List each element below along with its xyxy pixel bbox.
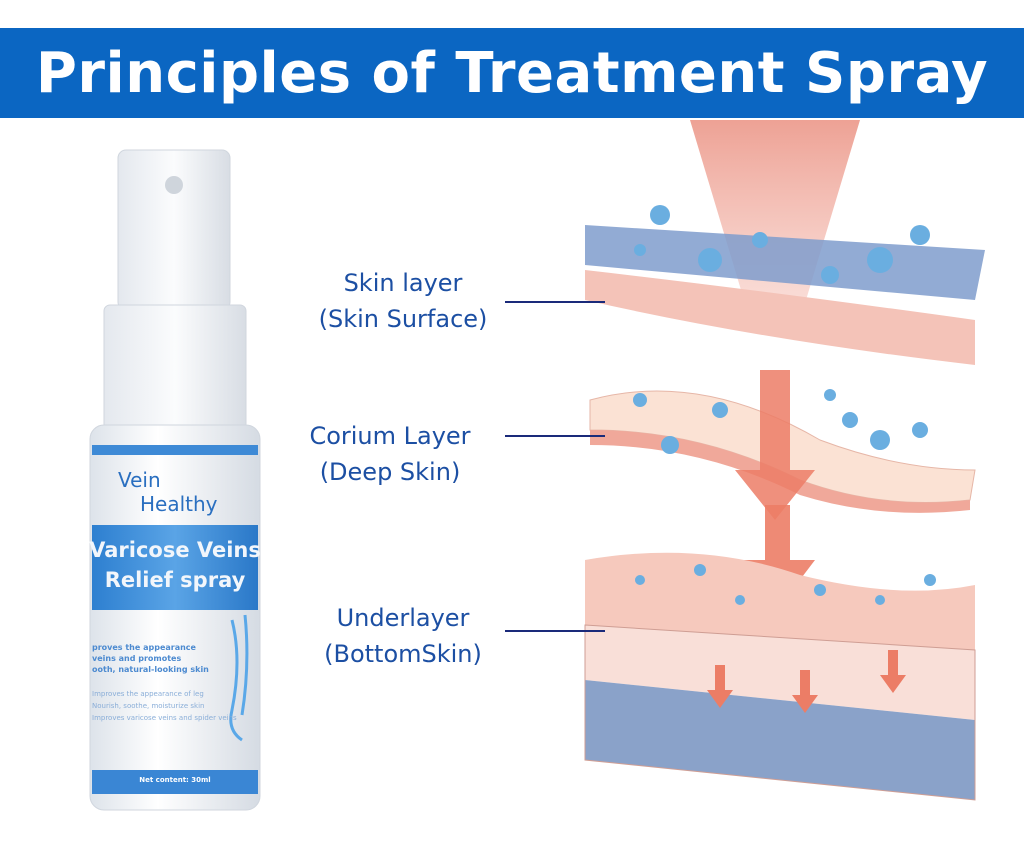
product-name: Varicose Veins Relief spray — [88, 535, 262, 595]
brand-logo: Vein Healthy — [118, 468, 228, 516]
brand-line1: Vein — [118, 468, 161, 492]
claim-line: ooth, natural-looking skin — [92, 665, 209, 674]
product-name-line2: Relief spray — [104, 568, 246, 592]
leader-line-corium — [505, 435, 605, 437]
benefit-line: Nourish, soothe, moisturize skin — [92, 702, 205, 710]
product-name-line1: Varicose Veins — [89, 538, 261, 562]
skin-diagram — [584, 120, 985, 801]
claim-line: veins and promotes — [92, 654, 182, 663]
label-line2: (Deep Skin) — [319, 458, 461, 486]
label-line1: Skin layer — [343, 269, 463, 297]
label-line1: Underlayer — [336, 604, 470, 632]
leader-line-underlayer — [505, 630, 605, 632]
brand-line2: Healthy — [140, 492, 218, 516]
product-claim: proves the appearance veins and promotes… — [92, 642, 232, 675]
label-skin-layer: Skin layer (Skin Surface) — [288, 265, 518, 337]
label-corium-layer: Corium Layer (Deep Skin) — [275, 418, 505, 490]
spray-bottle — [89, 149, 261, 811]
net-content: Net content: 30ml — [139, 776, 211, 784]
benefit-line: Improves varicose veins and spider veins — [92, 714, 237, 722]
label-underlayer: Underlayer (BottomSkin) — [288, 600, 518, 672]
label-line2: (BottomSkin) — [324, 640, 482, 668]
benefit-line: Improves the appearance of leg — [92, 690, 204, 698]
title-banner: Principles of Treatment Spray — [0, 28, 1024, 118]
label-line2: (Skin Surface) — [318, 305, 488, 333]
product-benefits: Improves the appearance of leg Nourish, … — [92, 688, 242, 724]
leader-line-skin — [505, 301, 605, 303]
page-title: Principles of Treatment Spray — [35, 40, 989, 106]
claim-line: proves the appearance — [92, 643, 196, 652]
label-line1: Corium Layer — [309, 422, 471, 450]
